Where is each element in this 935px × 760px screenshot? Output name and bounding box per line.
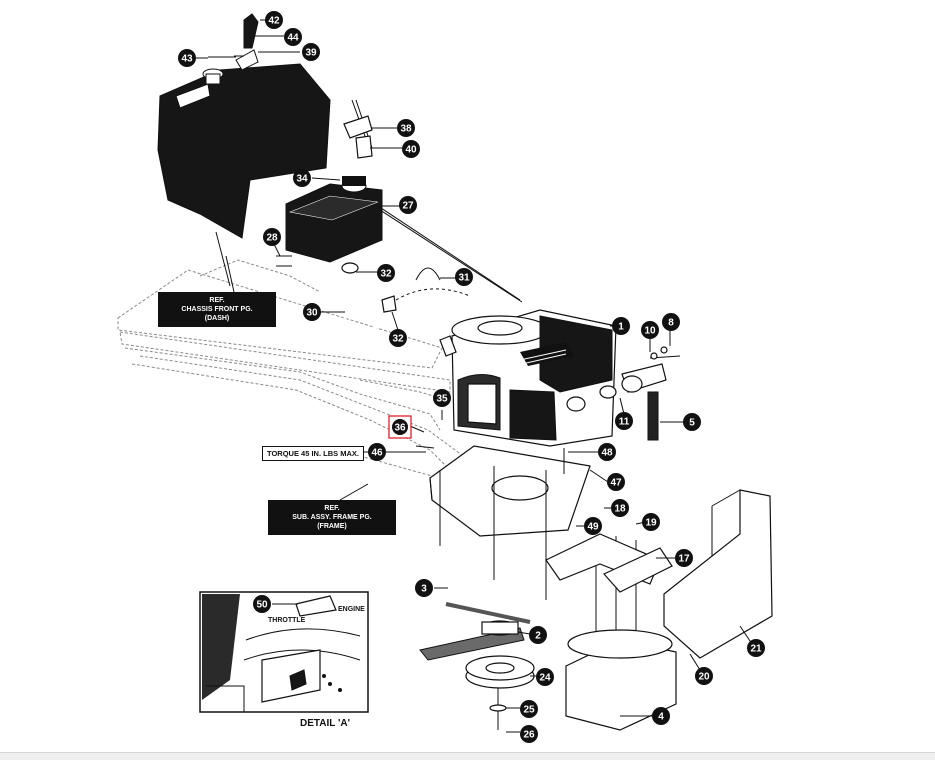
callout-30[interactable]: 30 xyxy=(303,303,321,321)
callout-18[interactable]: 18 xyxy=(611,499,629,517)
svg-text:4: 4 xyxy=(658,712,664,723)
svg-text:11: 11 xyxy=(619,417,630,428)
svg-text:39: 39 xyxy=(305,48,317,59)
svg-text:31: 31 xyxy=(458,273,470,284)
callout-4[interactable]: 4 xyxy=(652,707,670,725)
callout-38[interactable]: 38 xyxy=(397,119,415,137)
svg-text:20: 20 xyxy=(698,672,710,683)
ref-frame-label: REF. SUB. ASSY. FRAME PG. (FRAME) xyxy=(268,500,396,535)
dash-console xyxy=(157,13,331,287)
detail-a-inset xyxy=(199,591,369,713)
detail-throttle-label: THROTTLE xyxy=(268,617,306,624)
callout-24[interactable]: 24 xyxy=(536,668,554,686)
svg-text:34: 34 xyxy=(296,174,308,185)
svg-text:26: 26 xyxy=(523,730,535,741)
svg-text:27: 27 xyxy=(402,201,414,212)
callout-34[interactable]: 34 xyxy=(293,169,311,187)
engine xyxy=(439,309,617,447)
svg-text:49: 49 xyxy=(587,522,599,533)
callout-17[interactable]: 17 xyxy=(675,549,693,567)
svg-text:18: 18 xyxy=(614,504,626,515)
svg-text:5: 5 xyxy=(689,418,695,429)
callout-32-top[interactable]: 32 xyxy=(377,264,395,282)
svg-text:32: 32 xyxy=(392,334,404,345)
detail-engine-label: ENGINE xyxy=(338,606,365,613)
callout-49[interactable]: 49 xyxy=(584,517,602,535)
svg-text:10: 10 xyxy=(644,326,656,337)
callout-46[interactable]: 46 xyxy=(368,443,386,461)
callout-48[interactable]: 48 xyxy=(598,443,616,461)
svg-text:19: 19 xyxy=(645,518,657,529)
callout-32-bottom[interactable]: 32 xyxy=(389,329,407,347)
fuel-tank xyxy=(285,176,523,303)
callout-26[interactable]: 26 xyxy=(520,725,538,743)
svg-text:42: 42 xyxy=(268,16,280,27)
callout-8[interactable]: 8 xyxy=(662,313,680,331)
callout-21[interactable]: 21 xyxy=(747,639,765,657)
callout-50[interactable]: 50 xyxy=(253,595,271,613)
svg-text:38: 38 xyxy=(400,124,412,135)
callout-11[interactable]: 11 xyxy=(615,412,633,430)
svg-text:28: 28 xyxy=(266,233,278,244)
callout-39[interactable]: 39 xyxy=(302,43,320,61)
callout-42[interactable]: 42 xyxy=(265,11,283,29)
svg-text:35: 35 xyxy=(436,394,448,405)
fuel-line-assembly xyxy=(341,262,471,336)
heat-shield xyxy=(663,489,773,659)
ref-chassis-label: REF. CHASSIS FRONT PG. (DASH) xyxy=(158,292,276,327)
callout-badges: 42 44 39 43 38 40 34 27 28 32 31 30 32 1… xyxy=(178,11,765,743)
callout-5[interactable]: 5 xyxy=(683,413,701,431)
pulley-assembly xyxy=(419,602,535,712)
svg-text:17: 17 xyxy=(678,554,690,565)
callout-47[interactable]: 47 xyxy=(607,473,625,491)
callout-43[interactable]: 43 xyxy=(178,49,196,67)
svg-text:44: 44 xyxy=(287,33,299,44)
callout-35[interactable]: 35 xyxy=(433,389,451,407)
svg-text:1: 1 xyxy=(618,322,624,333)
svg-text:36: 36 xyxy=(394,423,406,434)
svg-text:47: 47 xyxy=(610,478,622,489)
svg-text:32: 32 xyxy=(380,269,392,280)
svg-text:24: 24 xyxy=(539,673,551,684)
callout-3[interactable]: 3 xyxy=(415,579,433,597)
svg-text:46: 46 xyxy=(371,448,383,459)
svg-text:48: 48 xyxy=(601,448,613,459)
muffler-bracket xyxy=(545,533,673,593)
svg-text:50: 50 xyxy=(256,600,268,611)
callout-1[interactable]: 1 xyxy=(612,317,630,335)
throttle-cable-bracket xyxy=(343,99,373,159)
callout-20[interactable]: 20 xyxy=(695,667,713,685)
svg-text:2: 2 xyxy=(535,631,541,642)
callout-44[interactable]: 44 xyxy=(284,28,302,46)
svg-text:30: 30 xyxy=(306,308,318,319)
svg-text:25: 25 xyxy=(523,705,535,716)
detail-caption: DETAIL 'A' xyxy=(300,718,350,729)
svg-text:43: 43 xyxy=(181,54,193,65)
svg-text:40: 40 xyxy=(405,145,417,156)
exhaust-pipe xyxy=(599,346,681,441)
callout-10[interactable]: 10 xyxy=(641,321,659,339)
torque-spec-label: TORQUE 45 IN. LBS MAX. xyxy=(262,446,364,461)
engine-mount-plate xyxy=(429,445,591,537)
callout-27[interactable]: 27 xyxy=(399,196,417,214)
callout-31[interactable]: 31 xyxy=(455,268,473,286)
callout-19[interactable]: 19 xyxy=(642,513,660,531)
callout-28[interactable]: 28 xyxy=(263,228,281,246)
svg-text:21: 21 xyxy=(750,644,762,655)
callout-40[interactable]: 40 xyxy=(402,140,420,158)
callout-25[interactable]: 25 xyxy=(520,700,538,718)
callout-2[interactable]: 2 xyxy=(529,626,547,644)
muffler xyxy=(565,629,677,731)
callout-36[interactable]: 36 xyxy=(388,415,412,439)
viewer-bottom-scrollbar[interactable] xyxy=(0,752,935,760)
svg-text:8: 8 xyxy=(668,318,674,329)
svg-text:3: 3 xyxy=(421,584,427,595)
